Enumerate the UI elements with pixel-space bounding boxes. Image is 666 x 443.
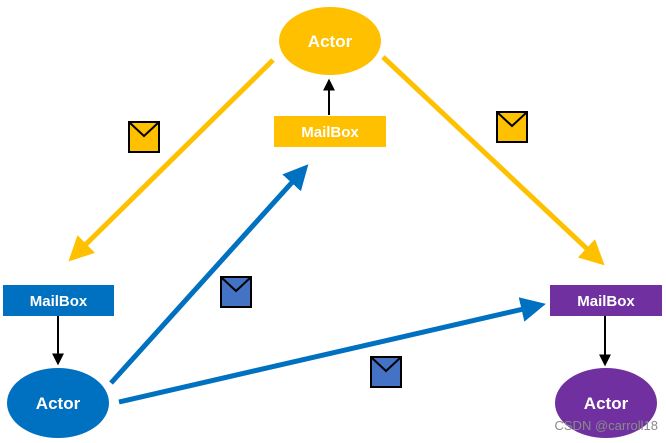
actor-left-label: Actor xyxy=(36,394,81,413)
actor-top: Actor xyxy=(279,7,381,75)
envelope-icon xyxy=(128,121,160,153)
mailbox-left: MailBox xyxy=(3,285,114,316)
actor-right-label: Actor xyxy=(584,394,629,413)
mailbox-right: MailBox xyxy=(550,285,662,316)
envelope-icon xyxy=(496,111,528,143)
mailbox-top-label: MailBox xyxy=(301,124,359,141)
mailbox-left-label: MailBox xyxy=(30,293,88,310)
mailbox-right-label: MailBox xyxy=(577,293,635,310)
actor-top-label: Actor xyxy=(308,32,353,51)
actor-left: Actor xyxy=(7,368,109,438)
arrow-left-actor-to-right-mailbox xyxy=(118,297,546,405)
envelope-icon xyxy=(220,276,252,308)
arrow-top-actor-to-left-mailbox xyxy=(68,58,275,262)
envelope-icon xyxy=(370,356,402,388)
actor-right: Actor xyxy=(555,368,657,438)
arrow-top-actor-to-right-mailbox xyxy=(381,55,605,266)
watermark: CSDN @carroll18 xyxy=(554,418,659,433)
mailbox-top: MailBox xyxy=(274,116,386,147)
arrow-left-actor-to-top-mailbox xyxy=(109,164,309,385)
